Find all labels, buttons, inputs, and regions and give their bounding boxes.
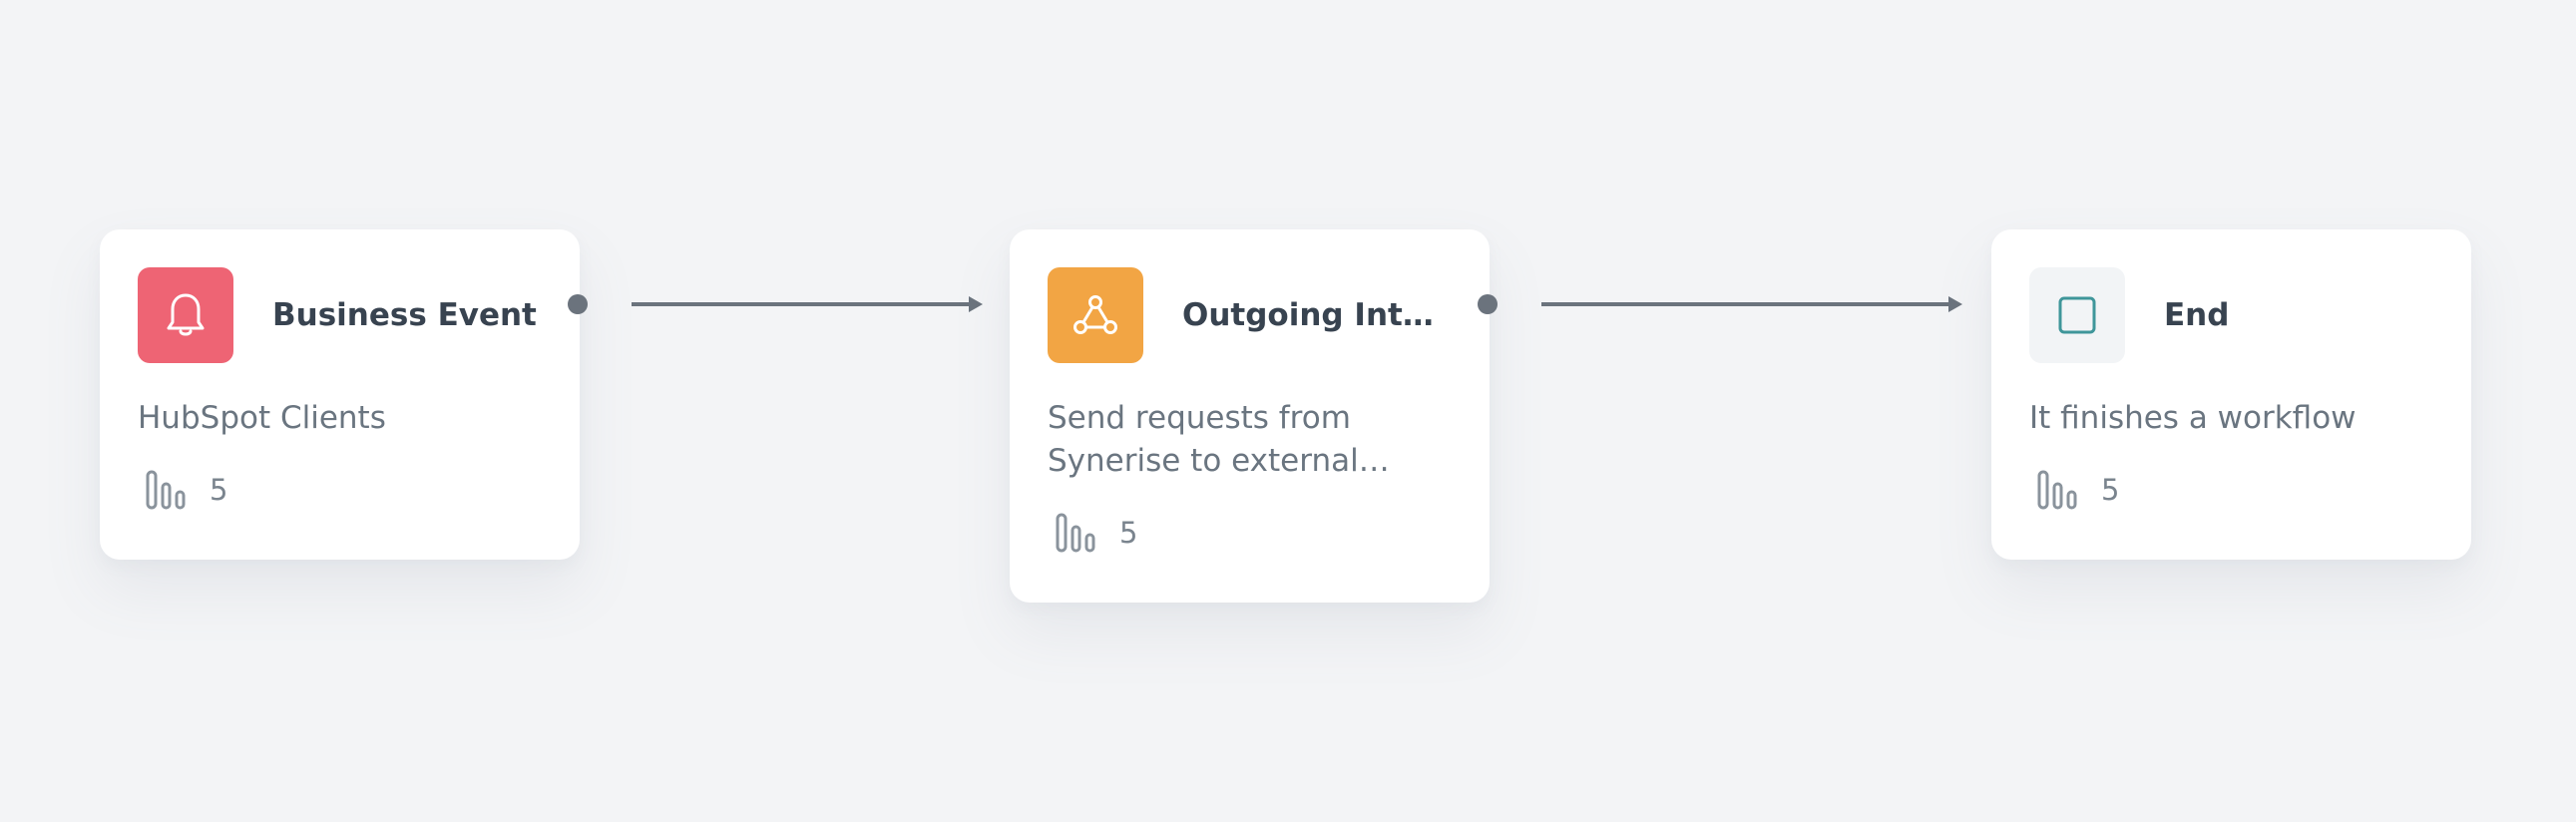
node-output-port[interactable] [568, 294, 588, 314]
stats-count: 5 [1119, 516, 1138, 550]
node-outgoing-integration[interactable]: Outgoing Integration Send requests from … [1010, 229, 1490, 603]
node-title: Outgoing Integration [1182, 297, 1452, 333]
stats-bars-icon [146, 470, 186, 510]
node-description: It finishes a workflow [2029, 400, 2357, 436]
node-stats: 5 [2029, 470, 2433, 510]
node-end[interactable]: End It finishes a workflow 5 [1991, 229, 2471, 560]
stats-bars-icon [2037, 470, 2077, 510]
connector-arrow [632, 296, 983, 312]
square-stop-icon [2029, 267, 2125, 363]
node-description: HubSpot Clients [138, 400, 386, 436]
node-header: End [2029, 267, 2433, 363]
stats-count: 5 [210, 473, 228, 507]
bell-icon [138, 267, 233, 363]
node-stats: 5 [1048, 513, 1452, 553]
webhook-icon [1048, 267, 1143, 363]
node-header: Business Event [138, 267, 542, 363]
stats-bars-icon [1056, 513, 1095, 553]
node-header: Outgoing Integration [1048, 267, 1452, 363]
node-title: End [2164, 297, 2230, 333]
node-output-port[interactable] [1478, 294, 1498, 314]
connector-arrow [1541, 296, 1962, 312]
node-title: Business Event [272, 297, 537, 333]
stats-count: 5 [2101, 473, 2120, 507]
node-business-event[interactable]: Business Event HubSpot Clients 5 [100, 229, 580, 560]
node-description: Send requests from Synerise to external … [1048, 400, 1359, 479]
node-stats: 5 [138, 470, 542, 510]
